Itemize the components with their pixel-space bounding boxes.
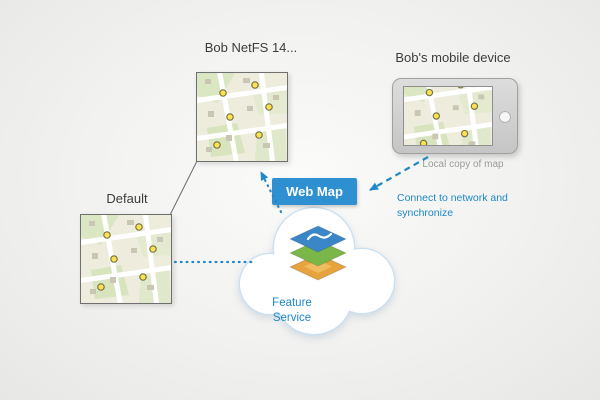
web-map-badge: Web Map: [272, 178, 357, 205]
default-map-thumbnail: [80, 214, 172, 304]
map-thumbnail-icon: [404, 87, 492, 145]
layers-stack-icon: [288, 225, 348, 281]
mobile-device-label: Bob's mobile device: [395, 50, 511, 65]
feature-service-label: Feature Service: [272, 297, 312, 324]
local-copy-caption: Local copy of map: [422, 159, 504, 170]
netfs-map-label: Bob NetFS 14...: [204, 40, 298, 55]
map-thumbnail-icon: [81, 215, 171, 303]
line-default-to-netfs: [169, 160, 198, 216]
mobile-device: [392, 78, 518, 154]
device-map-thumbnail: [403, 86, 493, 146]
default-map-label: Default: [106, 191, 148, 206]
connect-sync-note: Connect to network and synchronize: [397, 192, 508, 219]
netfs-map-thumbnail: [196, 72, 288, 162]
map-thumbnail-icon: [197, 73, 287, 161]
device-home-button-icon: [499, 111, 511, 123]
